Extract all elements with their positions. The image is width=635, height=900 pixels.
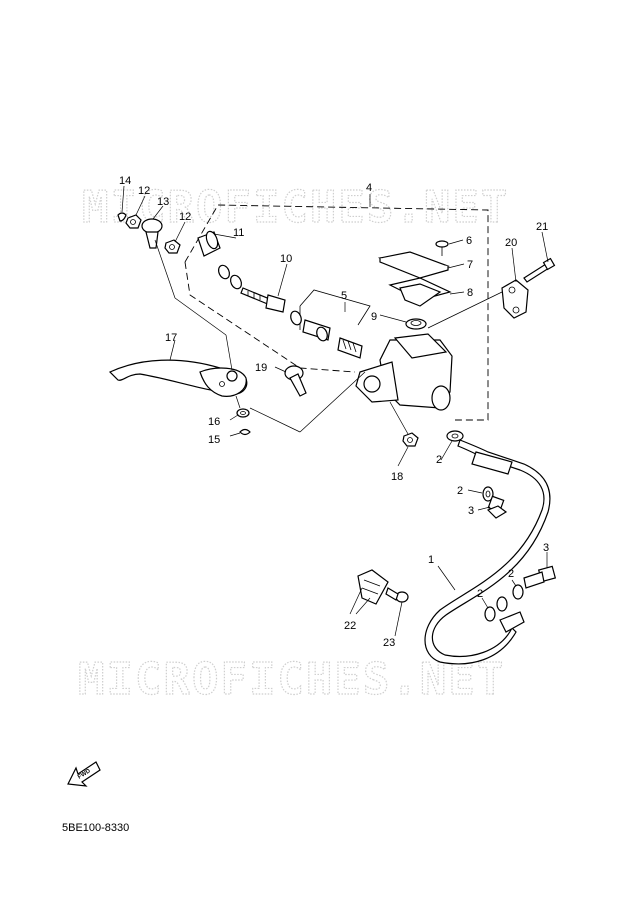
callout-12-left: 12 bbox=[138, 185, 150, 197]
brake-lever-part-17 bbox=[108, 359, 248, 397]
callout-2-d: 2 bbox=[477, 588, 483, 600]
pivot-bolt-part-13 bbox=[141, 218, 163, 249]
fwd-arrow-icon: FWD bbox=[67, 761, 101, 787]
callout-17: 17 bbox=[165, 332, 177, 344]
union-bolt-part-3-a bbox=[486, 495, 508, 519]
bolt-part-23 bbox=[385, 587, 409, 603]
callout-23: 23 bbox=[383, 637, 395, 649]
callout-labels: 14 12 13 12 4 11 6 20 21 10 7 8 5 9 17 1… bbox=[119, 175, 549, 649]
callout-13: 13 bbox=[157, 196, 169, 208]
boot-part-11 bbox=[197, 230, 221, 257]
brake-hose-part-1 bbox=[424, 439, 551, 665]
diagram-code: 5BE100-8330 bbox=[62, 822, 130, 834]
bolt-part-19 bbox=[284, 365, 307, 397]
washer-part-2-b bbox=[482, 486, 494, 502]
callout-18: 18 bbox=[391, 471, 403, 483]
callout-4: 4 bbox=[366, 182, 372, 194]
callout-11: 11 bbox=[233, 227, 244, 239]
ring-2 bbox=[229, 274, 243, 290]
washer-part-2-c bbox=[512, 584, 524, 600]
float-part-9 bbox=[405, 318, 427, 330]
callout-3-b: 3 bbox=[543, 542, 549, 554]
watermark-bottom: MICROFICHES.NET bbox=[78, 654, 505, 705]
callout-5: 5 bbox=[341, 290, 347, 302]
callout-8: 8 bbox=[467, 287, 473, 299]
master-cylinder-assembly-outline bbox=[184, 204, 489, 421]
holder-part-20 bbox=[501, 279, 529, 319]
callout-10: 10 bbox=[280, 253, 292, 265]
nut-part-18 bbox=[402, 432, 419, 447]
clip-part-14 bbox=[117, 212, 127, 222]
callout-15: 15 bbox=[208, 434, 220, 446]
callout-14: 14 bbox=[119, 175, 131, 187]
master-cylinder-body bbox=[355, 333, 453, 411]
circlip-part-15 bbox=[239, 428, 251, 436]
callout-2-b: 2 bbox=[457, 485, 463, 497]
push-rod-part-10 bbox=[240, 287, 286, 313]
union-bolt-part-3-b bbox=[523, 565, 557, 589]
reservoir-cap-part-7 bbox=[377, 251, 450, 279]
callout-7: 7 bbox=[467, 259, 473, 271]
callout-6: 6 bbox=[466, 235, 472, 247]
callout-9: 9 bbox=[371, 311, 377, 323]
callout-20: 20 bbox=[505, 237, 517, 249]
bolt-part-21 bbox=[523, 257, 556, 283]
screw-part-6 bbox=[435, 240, 449, 256]
callout-12-right: 12 bbox=[179, 211, 191, 223]
diaphragm-part-8 bbox=[388, 277, 452, 307]
callout-21: 21 bbox=[536, 221, 548, 233]
nut-part-12-right bbox=[164, 239, 181, 254]
washer-part-16 bbox=[236, 408, 250, 418]
callout-2-a: 2 bbox=[436, 454, 442, 466]
callout-19: 19 bbox=[255, 362, 267, 374]
callout-3-a: 3 bbox=[468, 505, 474, 517]
piston-kit-part-5 bbox=[290, 289, 371, 359]
ring-1 bbox=[217, 264, 231, 280]
callout-2-c: 2 bbox=[508, 568, 514, 580]
washer-part-2-a bbox=[446, 430, 464, 442]
hose-clamp-part-22 bbox=[357, 569, 389, 605]
callout-16: 16 bbox=[208, 416, 220, 428]
callout-22: 22 bbox=[344, 620, 356, 632]
callout-1: 1 bbox=[428, 554, 434, 566]
washer-part-2-d bbox=[484, 606, 496, 622]
